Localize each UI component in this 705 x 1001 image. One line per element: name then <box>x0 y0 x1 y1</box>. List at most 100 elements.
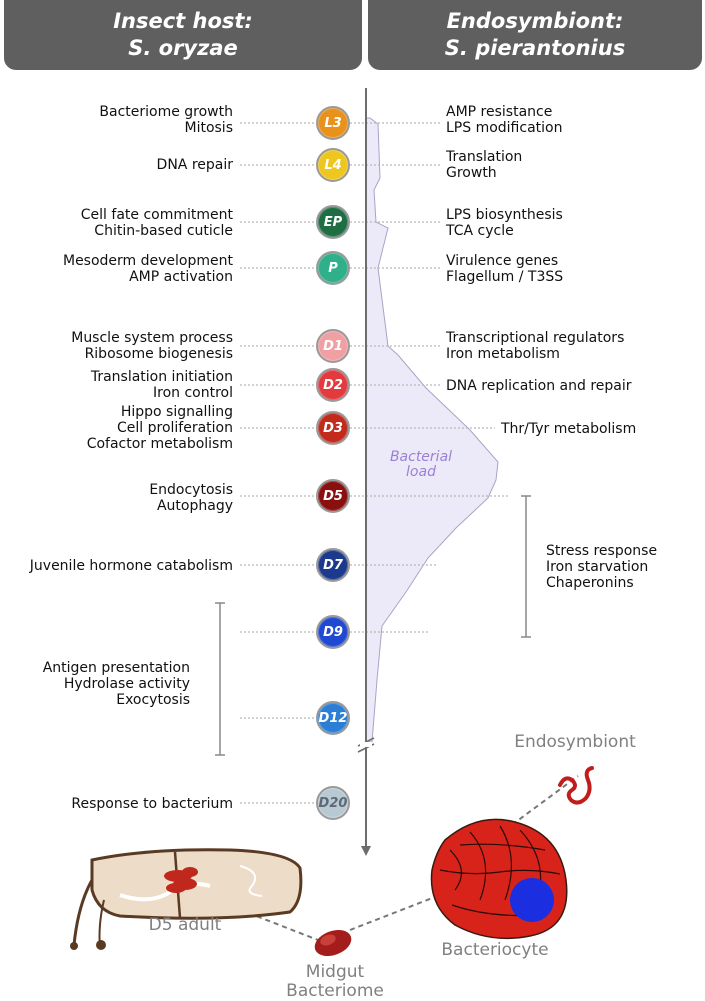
host-process-l4: DNA repair <box>157 157 233 173</box>
bacteriome-label-line2: Bacteriome <box>286 981 384 1001</box>
stage-circle-d5: D5 <box>316 479 350 513</box>
stage-circle-p: P <box>316 251 350 285</box>
header-endosymbiont-line2: S. pierantonius <box>444 36 626 60</box>
stage-circle-l4: L4 <box>316 148 350 182</box>
stage-label: L3 <box>324 115 342 131</box>
bacteriome-label: Midgut Bacteriome <box>270 963 400 1001</box>
timeline-arrowhead <box>361 846 371 856</box>
stage-circle-ep: EP <box>316 205 350 239</box>
host-process-line: Endocytosis <box>149 482 233 498</box>
host-process-line: Juvenile hormone catabolism <box>29 558 233 574</box>
symbiont-process-d1: Transcriptional regulators Iron metaboli… <box>446 330 624 362</box>
bacterial-load-label: Bacterial load <box>386 450 456 480</box>
stage-circle-d9: D9 <box>316 615 350 649</box>
host-process-line: Response to bacterium <box>71 796 233 812</box>
stage-circle-d12: D12 <box>316 701 350 735</box>
stage-label: P <box>328 260 338 276</box>
host-process-line: Ribosome biogenesis <box>84 346 233 362</box>
stage-label: D1 <box>323 338 343 354</box>
symbiont-process-line: Growth <box>446 165 497 181</box>
stage-label: D20 <box>318 795 348 811</box>
symbiont-process-line: Iron metabolism <box>446 346 560 362</box>
symbiont-process-line: LPS modification <box>446 120 563 136</box>
endosymbiont-illustration <box>558 766 594 805</box>
header-endosymbiont: Endosymbiont: S. pierantonius <box>368 0 702 70</box>
bacterial-load-area <box>365 117 499 743</box>
symbiont-process-line: Stress response <box>546 543 658 559</box>
host-process-line: Mesoderm development <box>62 253 233 269</box>
endosymbiont-label: Endosymbiont <box>514 732 636 752</box>
host-process-line: DNA repair <box>156 157 233 173</box>
bacterial-load-label-line1: Bacterial <box>389 449 453 465</box>
stage-label: D5 <box>323 488 343 504</box>
host-process-line: Exocytosis <box>116 692 190 708</box>
stage-circle-d2: D2 <box>316 368 350 402</box>
host-process-line: Autophagy <box>156 498 233 514</box>
host-process-d5: Endocytosis Autophagy <box>149 482 233 514</box>
host-process-line: Hippo signalling <box>120 404 233 420</box>
header-insect-host-line2: S. oryzae <box>128 36 238 60</box>
bracket-host-late <box>215 602 225 756</box>
weevil-adult-illustration <box>70 848 303 950</box>
host-process-line: AMP activation <box>129 269 233 285</box>
symbiont-process-line: LPS biosynthesis <box>446 207 563 223</box>
host-process-line: Bacteriome growth <box>99 104 233 120</box>
host-process-line: Cell fate commitment <box>80 207 233 223</box>
header-insect-host: Insect host: S. oryzae <box>4 0 362 70</box>
host-process-line: Muscle system process <box>71 330 233 346</box>
stage-label: EP <box>323 214 343 230</box>
symbiont-process-line: Iron starvation <box>546 559 649 575</box>
bacteriocyte-illustration <box>430 818 568 940</box>
stage-label: D2 <box>323 377 343 393</box>
host-process-d9-d12: Antigen presentation Hydrolase activity … <box>43 660 190 708</box>
symbiont-process-l3: AMP resistance LPS modification <box>446 104 562 136</box>
adult-label: D5 adult <box>148 915 222 935</box>
bacteriome-label-line1: Midgut <box>305 962 365 982</box>
host-process-line: Antigen presentation <box>42 660 190 676</box>
bacteriome-illustration <box>314 929 352 957</box>
symbiont-process-d2: DNA replication and repair <box>446 378 632 394</box>
bacteriocyte-label: Bacteriocyte <box>441 940 549 960</box>
host-process-line: Hydrolase activity <box>63 676 190 692</box>
symbiont-process-line: TCA cycle <box>446 223 514 239</box>
stage-circle-d20: D20 <box>316 786 350 820</box>
host-process-l3: Bacteriome growth Mitosis <box>99 104 233 136</box>
host-process-d1: Muscle system process Ribosome biogenesi… <box>71 330 233 362</box>
symbiont-process-line: Translation <box>446 149 523 165</box>
stage-label: D7 <box>323 557 343 573</box>
host-process-line: Cell proliferation <box>117 420 233 436</box>
symbiont-process-line: Transcriptional regulators <box>446 330 625 346</box>
stage-circle-l3: L3 <box>316 106 350 140</box>
symbiont-process-line: Virulence genes <box>446 253 559 269</box>
symbiont-process-line: DNA replication and repair <box>446 378 632 394</box>
host-process-p: Mesoderm development AMP activation <box>63 253 233 285</box>
symbiont-process-d3: Thr/Tyr metabolism <box>501 421 636 437</box>
stage-label: L4 <box>324 157 342 173</box>
stage-label: D12 <box>318 710 348 726</box>
symbiont-process-d5-d9: Stress response Iron starvation Chaperon… <box>546 543 657 591</box>
host-process-d3: Hippo signalling Cell proliferation Cofa… <box>87 404 233 452</box>
host-process-d20: Response to bacterium <box>71 796 233 812</box>
header-endosymbiont-line1: Endosymbiont: <box>446 9 624 33</box>
header-insect-host-line1: Insect host: <box>113 9 253 33</box>
stage-circle-d1: D1 <box>316 329 350 363</box>
bacterial-load-label-line2: load <box>406 464 436 480</box>
stage-label: D9 <box>323 624 343 640</box>
symbiont-process-p: Virulence genes Flagellum / T3SS <box>446 253 563 285</box>
bracket-symbiont-stress <box>521 495 531 638</box>
host-process-line: Cofactor metabolism <box>86 436 233 452</box>
host-process-d7: Juvenile hormone catabolism <box>30 558 233 574</box>
symbiont-process-line: AMP resistance <box>446 104 553 120</box>
symbiont-process-line: Chaperonins <box>546 575 634 591</box>
stage-circle-d7: D7 <box>316 548 350 582</box>
host-process-ep: Cell fate commitment Chitin-based cuticl… <box>81 207 233 239</box>
symbiont-process-l4: Translation Growth <box>446 149 522 181</box>
symbiont-process-line: Flagellum / T3SS <box>446 269 564 285</box>
guide-lines <box>240 122 510 804</box>
host-process-line: Mitosis <box>184 120 233 136</box>
host-process-line: Iron control <box>153 385 233 401</box>
stage-label: D3 <box>323 420 343 436</box>
symbiont-process-ep: LPS biosynthesis TCA cycle <box>446 207 563 239</box>
host-process-line: Chitin-based cuticle <box>94 223 233 239</box>
